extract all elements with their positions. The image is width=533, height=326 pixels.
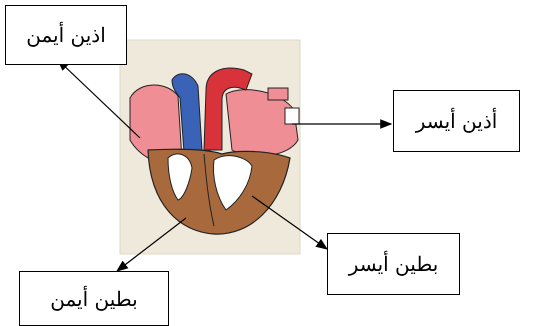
- label-right-atrium: اذين أيمن: [5, 5, 127, 65]
- label-left-ventricle-text: بطين أيسر: [349, 252, 439, 276]
- label-left-atrium-text: أذين أيسر: [416, 109, 498, 133]
- label-right-atrium-text: اذين أيمن: [26, 23, 106, 47]
- label-right-ventricle: بطين أيمن: [19, 271, 169, 326]
- label-left-atrium: أذين أيسر: [393, 90, 520, 152]
- label-left-ventricle: بطين أيسر: [327, 233, 460, 295]
- label-right-ventricle-text: بطين أيمن: [50, 287, 138, 311]
